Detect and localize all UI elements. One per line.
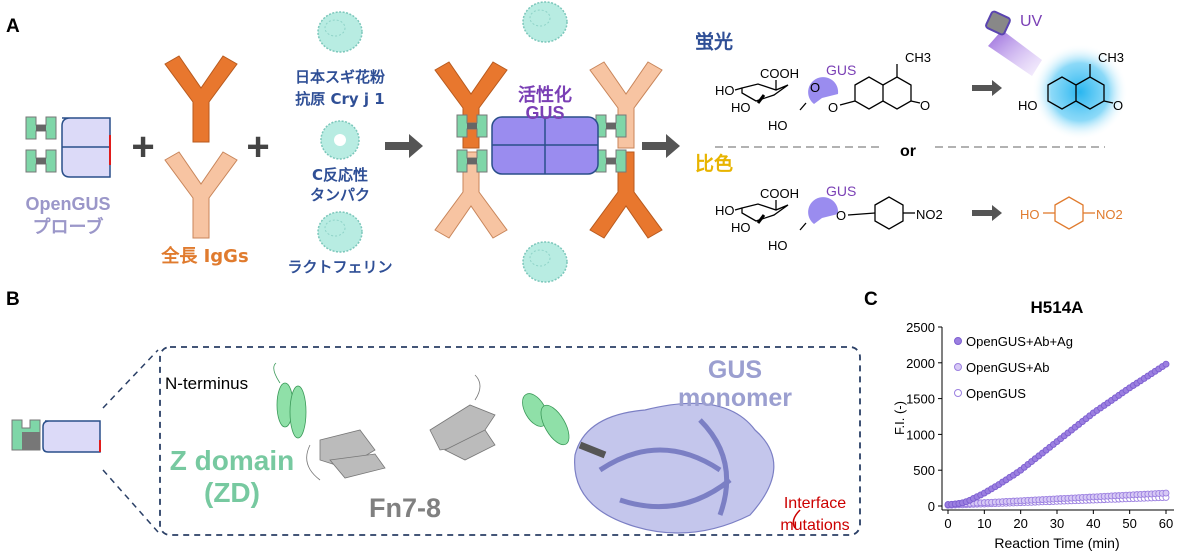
x-tick-label: 10: [977, 516, 991, 531]
o-label: O: [920, 98, 930, 113]
gus-label: GUS: [826, 62, 856, 78]
antigen1-label-2: 抗原 Cry j 1: [295, 90, 384, 108]
interface-label: Interface: [784, 495, 846, 512]
ho-label: HO: [715, 83, 735, 98]
active-complex-diagram: [434, 1, 663, 283]
legend-label: OpenGUS+Ab+Ag: [966, 334, 1073, 349]
antigen1-label: 日本スギ花粉: [295, 68, 385, 86]
arrow-icon: [972, 205, 1002, 221]
ho-label: HO: [1018, 98, 1038, 113]
data-point: [1162, 360, 1170, 368]
fluorescence-chart: H514A F.I. (-) Reaction Time (min) 05001…: [892, 298, 1174, 551]
ho-label: HO: [768, 238, 788, 253]
fluorescence-glow: [1032, 44, 1128, 140]
y-tick-label: 2500: [906, 320, 935, 335]
gus-enzyme-icon: [808, 197, 839, 224]
x-tick-label: 0: [944, 516, 951, 531]
y-tick-label: 500: [913, 463, 935, 478]
o-label: O: [828, 100, 838, 115]
4mu-glucuronide-structure: [734, 64, 921, 111]
panel-label-c: C: [864, 289, 878, 310]
arrow-icon: [385, 134, 423, 158]
antigen2-label-2: タンパク: [310, 186, 370, 204]
ho-label: HO: [731, 220, 751, 235]
gus-monomer-structure: [574, 402, 775, 534]
y-tick-label: 0: [928, 499, 935, 514]
gus-monomer-label-2: monomer: [678, 384, 792, 412]
fluorescence-label: 蛍光: [695, 30, 733, 53]
antigen3-label: ラクトフェリン: [287, 258, 392, 276]
legend-label: OpenGUS+Ab: [966, 360, 1049, 375]
x-tick-label: 60: [1159, 516, 1173, 531]
probe-label-jp: プローブ: [33, 216, 104, 238]
cooh-label: COOH: [760, 186, 799, 201]
x-tick-label: 40: [1086, 516, 1100, 531]
ch3-label: CH3: [1098, 50, 1124, 65]
legend-marker: [954, 363, 962, 371]
zoom-guide-line: [102, 349, 159, 409]
plus-sign: +: [131, 125, 154, 169]
lactoferrin-protein-icon: [317, 211, 363, 253]
legend-label: OpenGUS: [966, 386, 1026, 401]
pnp-glucuronide-structure: [734, 196, 915, 231]
igg-dark-icon: [164, 55, 238, 143]
zd-label-2: (ZD): [204, 477, 260, 508]
zd-label: Z domain: [170, 445, 294, 476]
interface-label-2: mutations: [780, 517, 849, 534]
ho-label: HO: [768, 118, 788, 133]
arrow-icon: [642, 134, 680, 158]
uv-lamp-icon: [985, 10, 1042, 76]
interface-pointer: [792, 509, 801, 529]
x-tick-label: 20: [1013, 516, 1027, 531]
opengus-probe-diagram: [25, 116, 111, 178]
data-point: [1162, 489, 1170, 497]
ch3-label: CH3: [905, 50, 931, 65]
cryj1-protein-icon: [317, 11, 363, 53]
cooh-label: COOH: [760, 66, 799, 81]
active-gus-label-2: GUS: [525, 103, 564, 123]
crp-protein-icon: [320, 120, 360, 160]
probe-small-diagram: [11, 419, 101, 453]
no2-label: NO2: [1096, 207, 1123, 222]
chart-title: H514A: [1031, 298, 1084, 317]
uv-label: UV: [1020, 13, 1043, 30]
gus-monomer-label: GUS: [708, 356, 762, 384]
z-domain-structure: [273, 362, 570, 446]
gus-enzyme-icon: [808, 77, 839, 104]
x-tick-label: 50: [1122, 516, 1136, 531]
legend-marker: [954, 337, 962, 345]
x-tick-label: 30: [1050, 516, 1064, 531]
fn7-8-label: Fn7-8: [369, 493, 441, 523]
ho-label: HO: [715, 203, 735, 218]
no2-label: NO2: [916, 207, 943, 222]
or-label: or: [900, 143, 916, 160]
o-label: O: [1113, 98, 1123, 113]
n-terminus-label: N-terminus: [165, 374, 248, 393]
pnp-product-structure: [1043, 196, 1095, 230]
o-label: O: [836, 208, 846, 223]
4mu-product-structure: [1047, 64, 1114, 110]
legend-marker: [954, 389, 962, 397]
y-axis-label: F.I. (-): [892, 401, 907, 435]
antigen2-label: C反応性: [312, 166, 368, 184]
gus-label: GUS: [826, 183, 856, 199]
fn7-8-structure: [306, 374, 496, 481]
plus-sign: +: [246, 125, 269, 169]
probe-label: OpenGUS: [25, 194, 110, 214]
colorimetric-label: 比色: [695, 152, 733, 175]
igg-label: 全長 IgGs: [160, 245, 248, 267]
arrow-icon: [972, 80, 1002, 96]
y-tick-label: 2000: [906, 356, 935, 371]
o-label: O: [810, 80, 820, 95]
ho-label: HO: [1020, 207, 1040, 222]
ho-label: HO: [731, 100, 751, 115]
x-axis-label: Reaction Time (min): [994, 535, 1119, 551]
active-gus-label: 活性化: [518, 84, 572, 106]
panel-label-b: B: [6, 289, 20, 310]
y-tick-label: 1500: [906, 392, 935, 407]
y-tick-label: 1000: [906, 427, 935, 442]
zoom-guide-line: [102, 469, 159, 533]
panel-label-a: A: [6, 16, 20, 37]
igg-light-icon: [164, 151, 238, 239]
